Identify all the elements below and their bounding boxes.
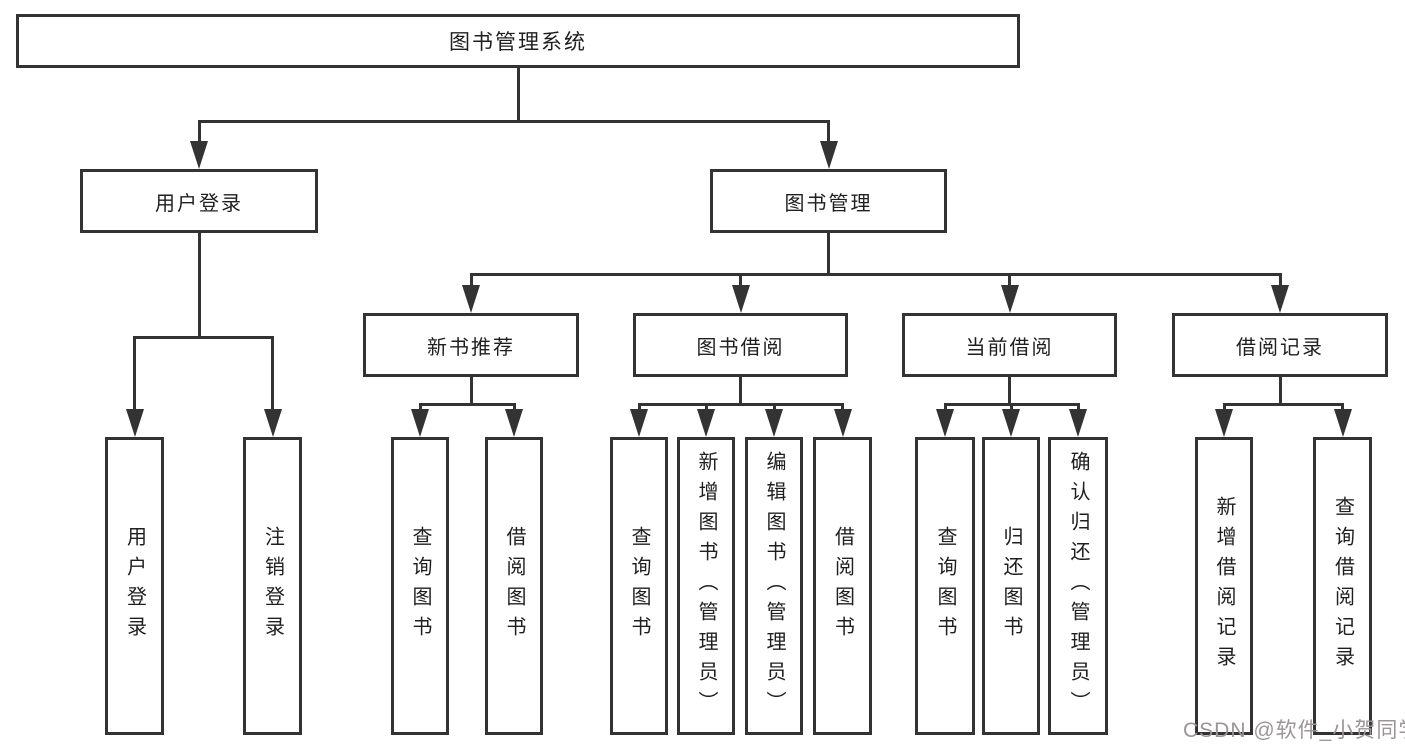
node-current-borrowing: 当前借阅	[902, 313, 1117, 377]
connector-drop-book-management	[827, 120, 830, 145]
connector-drop-leaf-logout	[271, 336, 274, 413]
connector-stem-new-book-recommend	[469, 377, 473, 406]
node-leaf-add-book: 新增图书（管理员）	[677, 437, 735, 735]
node-label-leaf-borrow-book-2: 借阅图书	[831, 526, 854, 646]
connector-stem-book-borrowing	[739, 377, 742, 406]
arrowhead-icon-leaf-return-book	[1002, 409, 1020, 437]
arrowhead-icon-leaf-query-book-2	[630, 409, 648, 437]
connector-drop-leaf-confirm-return	[1076, 403, 1080, 413]
connector-stem-user-login-group	[197, 233, 201, 339]
node-leaf-query-book-2: 查询图书	[610, 437, 668, 735]
node-root: 图书管理系统	[16, 14, 1020, 68]
arrowhead-icon-leaf-confirm-return	[1069, 409, 1087, 437]
connector-branch-user-login-group	[133, 336, 274, 339]
arrowhead-icon-leaf-borrow-book-1	[505, 409, 523, 437]
node-label-new-book-recommend: 新书推荐	[427, 336, 515, 359]
node-leaf-query-book-3: 查询图书	[915, 437, 975, 735]
connector-stem-root	[516, 68, 520, 123]
node-label-leaf-query-record: 查询借阅记录	[1331, 496, 1354, 676]
node-leaf-borrow-book-1: 借阅图书	[485, 437, 543, 735]
arrowhead-icon-book-borrowing	[731, 285, 750, 313]
arrowhead-icon-new-book-recommend	[462, 285, 480, 313]
node-label-leaf-user-login: 用户登录	[123, 526, 146, 646]
node-leaf-confirm-return: 确认归还（管理员）	[1048, 437, 1108, 735]
arrowhead-icon-leaf-user-login	[125, 409, 144, 437]
connector-drop-leaf-query-book-1	[418, 403, 422, 413]
node-leaf-return-book: 归还图书	[982, 437, 1040, 735]
connector-stem-current-borrowing	[1008, 377, 1011, 406]
node-leaf-query-book-1: 查询图书	[391, 437, 449, 735]
node-label-root: 图书管理系统	[449, 31, 587, 54]
node-label-leaf-confirm-return: 确认归还（管理员）	[1067, 451, 1089, 721]
connector-drop-current-borrowing	[1008, 273, 1011, 289]
connector-drop-borrowing-records	[1278, 273, 1282, 289]
connector-drop-new-book-recommend	[469, 273, 473, 289]
connector-stem-book-management	[827, 233, 830, 276]
node-label-leaf-add-record: 新增借阅记录	[1213, 496, 1235, 676]
connector-drop-leaf-return-book	[1009, 403, 1013, 413]
node-label-leaf-query-book-1: 查询图书	[409, 526, 431, 646]
node-user-login-group: 用户登录	[80, 169, 318, 233]
connector-drop-leaf-add-record	[1222, 403, 1226, 413]
watermark: CSDN @软件_小贺同学	[1183, 719, 1405, 742]
connector-branch-book-borrowing	[637, 403, 844, 406]
node-label-current-borrowing: 当前借阅	[965, 336, 1054, 359]
node-label-leaf-logout: 注销登录	[261, 526, 284, 646]
connector-drop-leaf-add-book	[704, 403, 708, 413]
node-leaf-user-login: 用户登录	[105, 437, 164, 735]
arrowhead-icon-leaf-add-record	[1215, 409, 1233, 437]
node-leaf-add-record: 新增借阅记录	[1195, 437, 1253, 735]
node-label-book-management: 图书管理	[784, 192, 873, 215]
node-book-borrowing: 图书借阅	[633, 313, 848, 377]
node-leaf-logout: 注销登录	[243, 437, 302, 735]
arrowhead-icon-current-borrowing	[1000, 285, 1019, 313]
connector-drop-leaf-query-book-3	[943, 403, 947, 413]
connector-drop-book-borrowing	[739, 273, 742, 289]
node-label-leaf-query-book-3: 查询图书	[934, 526, 956, 646]
node-leaf-query-record: 查询借阅记录	[1313, 437, 1372, 735]
connector-stem-borrowing-records	[1278, 377, 1282, 406]
connector-branch-new-book-recommend	[418, 403, 516, 406]
connector-drop-leaf-query-book-2	[637, 403, 641, 413]
arrowhead-icon-leaf-query-book-3	[936, 409, 954, 437]
node-label-leaf-edit-book: 编辑图书（管理员）	[763, 451, 785, 721]
arrowhead-icon-borrowing-records	[1271, 285, 1289, 313]
connector-drop-leaf-borrow-book-2	[841, 403, 844, 413]
node-new-book-recommend: 新书推荐	[363, 313, 579, 377]
node-label-borrowing-records: 借阅记录	[1236, 336, 1324, 359]
node-leaf-borrow-book-2: 借阅图书	[813, 437, 872, 735]
arrowhead-icon-leaf-query-record	[1333, 409, 1352, 437]
arrowhead-icon-user-login-group	[190, 141, 208, 169]
node-book-management: 图书管理	[710, 169, 947, 233]
arrowhead-icon-leaf-borrow-book-2	[833, 409, 852, 437]
arrowhead-icon-leaf-logout	[263, 409, 282, 437]
connector-branch-borrowing-records	[1222, 403, 1344, 406]
connector-branch-root	[197, 120, 830, 123]
node-label-leaf-add-book: 新增图书（管理员）	[695, 451, 717, 721]
node-label-user-login-group: 用户登录	[155, 192, 243, 215]
node-label-leaf-borrow-book-1: 借阅图书	[503, 526, 525, 646]
connector-drop-user-login-group	[197, 120, 201, 145]
connector-drop-leaf-borrow-book-1	[512, 403, 516, 413]
node-label-leaf-return-book: 归还图书	[1000, 526, 1022, 646]
node-borrowing-records: 借阅记录	[1172, 313, 1388, 377]
arrowhead-icon-leaf-add-book	[697, 409, 715, 437]
node-label-leaf-query-book-2: 查询图书	[628, 526, 650, 646]
node-leaf-edit-book: 编辑图书（管理员）	[745, 437, 803, 735]
arrowhead-icon-book-management	[819, 141, 838, 169]
node-label-book-borrowing: 图书借阅	[696, 336, 785, 359]
connector-branch-book-management	[469, 273, 1282, 276]
connector-drop-leaf-query-record	[1341, 403, 1344, 413]
arrowhead-icon-leaf-edit-book	[765, 409, 783, 437]
connector-drop-leaf-edit-book	[772, 403, 776, 413]
arrowhead-icon-leaf-query-book-1	[411, 409, 429, 437]
connector-drop-leaf-user-login	[133, 336, 136, 413]
